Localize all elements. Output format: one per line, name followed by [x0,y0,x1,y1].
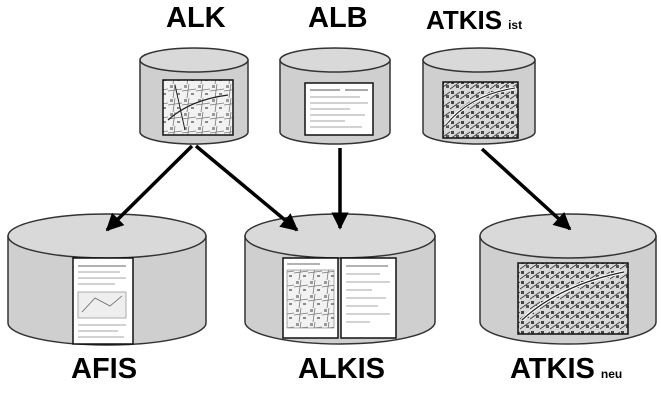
label-alb: ALB [308,4,368,33]
label-alk: ALK [166,4,226,33]
label-atkis-neu-text: ATKIS [510,353,595,385]
cylinder-alb [279,47,391,145]
label-atkis-ist-suffix: ist [508,18,523,32]
cylinder-afis [7,213,207,346]
cylinder-alkis [244,213,436,345]
label-atkis-ist: ATKIS ist [426,7,522,33]
alb-document-thumbnail [304,82,374,136]
arrow-alk-to-afis [105,144,194,232]
afis-document-thumbnail [72,257,134,345]
alk-map-thumbnail [162,79,234,136]
cylinder-atkis-neu [479,213,657,345]
label-alkis-text: ALKIS [298,353,385,385]
label-atkis-ist-text: ATKIS [426,5,503,35]
label-alkis: ALKIS [298,355,385,384]
label-afis: AFIS [71,355,137,384]
label-afis-text: AFIS [71,353,138,385]
label-alk-text: ALK [166,2,226,34]
cylinder-alk [139,47,249,145]
alkis-map-document-thumbnail [282,257,339,339]
label-atkis-neu-suffix: neu [600,367,623,381]
atkis-ist-map-thumbnail [442,81,519,139]
arrow-alk-to-alkis [194,144,299,232]
cylinder-atkis-ist [422,47,536,145]
label-alb-text: ALB [308,2,368,34]
arrows [105,144,572,232]
arrow-atkis-ist-to-atkis-neu [480,147,572,231]
atkis-neu-map-thumbnail [517,262,629,335]
alkis-register-document-thumbnail [340,257,397,339]
label-atkis-neu: ATKIS neu [510,355,622,384]
